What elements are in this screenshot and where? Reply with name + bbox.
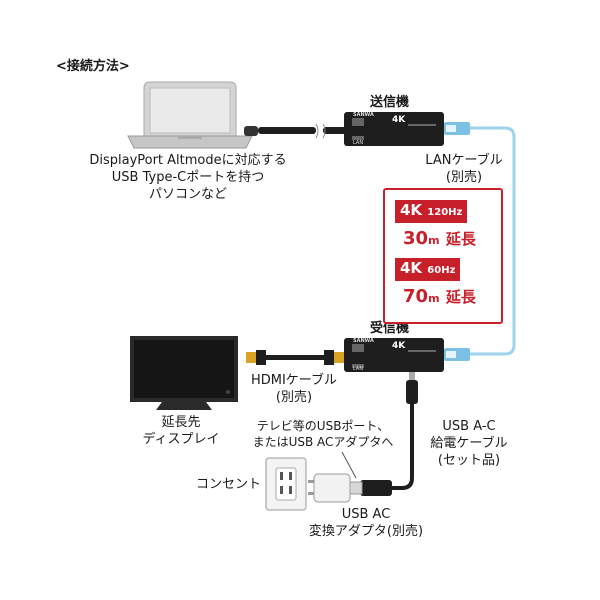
receiver-brand: SANWA [353, 338, 374, 344]
adapter-caption-line: USB AC [341, 507, 391, 522]
usb-note-pointer [341, 451, 357, 479]
transmitter-port: LAN [353, 140, 364, 146]
laptop-icon [127, 81, 253, 149]
hdmi-cable-caption: HDMIケーブル (別売) [244, 372, 344, 406]
usb-c-cable [244, 123, 347, 139]
laptop-caption-line: DisplayPort Altmodeに対応する [89, 153, 287, 168]
laptop-caption-line: パソコンなど [148, 187, 227, 202]
usb-ac-adapter-icon [308, 473, 351, 503]
receiver-box [344, 338, 444, 372]
power-cable [349, 372, 418, 496]
lan-cable-caption-line: (別売) [445, 170, 483, 185]
receiver-lan-plug [444, 348, 470, 361]
spec-badge-120hz: 4K 120Hz [395, 200, 468, 223]
transmitter-brand: SANWA [353, 112, 374, 118]
adapter-caption: USB AC 変換アダプタ(別売) [296, 506, 436, 540]
diagram-title: <接続方法> [56, 59, 130, 74]
transmitter-model: 4K [392, 115, 406, 125]
usb-port-note-line: テレビ等のUSBポート、 [256, 419, 390, 433]
transmitter-box [344, 112, 444, 146]
lan-cable [470, 126, 516, 356]
spec-badge-60hz: 4K 60Hz [395, 258, 461, 281]
transmitter-lan-plug [444, 122, 470, 135]
usb-port-note-line: またはUSB ACアダプタへ [252, 435, 394, 449]
display-caption: 延長先 ディスプレイ [126, 414, 236, 448]
receiver-port: LAN [353, 366, 364, 372]
adapter-caption-line: 変換アダプタ(別売) [308, 524, 424, 539]
laptop-caption-line: USB Type-Cポートを持つ [111, 170, 265, 185]
spec-box: 4K 120Hz 30m 延長 4K 60Hz 70m 延長 [383, 188, 503, 324]
receiver-model: 4K [392, 341, 406, 351]
spec-distance-30m: 30m 延長 [403, 228, 476, 249]
usb-port-note: テレビ等のUSBポート、 またはUSB ACアダプタへ [240, 418, 406, 450]
power-cable-caption-line: USB A-C [442, 419, 496, 434]
power-cable-caption-line: 給電ケーブル [430, 436, 508, 451]
display-caption-line: ディスプレイ [142, 432, 220, 447]
power-cable-caption-line: (セット品) [437, 453, 501, 468]
outlet-label: コンセント [196, 477, 262, 492]
laptop-caption: DisplayPort Altmodeに対応する USB Type-Cポートを持… [78, 152, 298, 203]
lan-cable-caption-line: LANケーブル [425, 153, 503, 168]
lan-cable-caption: LANケーブル (別売) [414, 152, 514, 186]
transmitter-label: 送信機 [370, 95, 410, 110]
outlet-icon [265, 457, 307, 511]
hdmi-cable-caption-line: (別売) [275, 390, 313, 405]
receiver-label: 受信機 [370, 321, 410, 336]
display-caption-line: 延長先 [161, 415, 201, 430]
hdmi-cable-caption-line: HDMIケーブル [250, 373, 338, 388]
hdmi-cable [246, 350, 344, 365]
display-icon [130, 336, 238, 410]
power-cable-caption: USB A-C 給電ケーブル (セット品) [420, 418, 518, 469]
spec-distance-70m: 70m 延長 [403, 286, 476, 307]
